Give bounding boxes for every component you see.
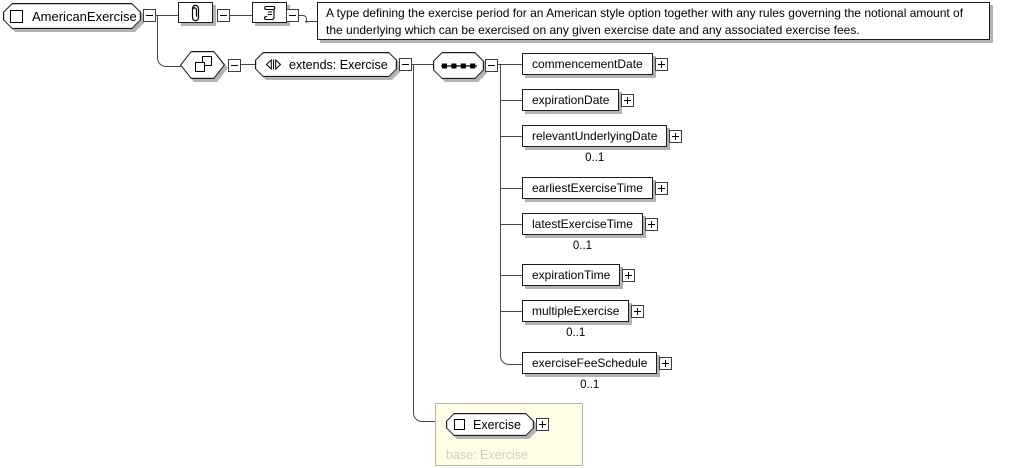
- connector-line: [500, 188, 522, 189]
- connector-line: [500, 100, 522, 101]
- connector-line: [498, 64, 522, 65]
- connector-corner: [500, 355, 523, 365]
- element-row: relevantUnderlyingDate 0..1: [522, 125, 683, 164]
- collapse-toggle[interactable]: [143, 9, 156, 22]
- collapse-toggle[interactable]: [228, 59, 241, 72]
- occurs-label: 0..1: [580, 379, 600, 391]
- element-row: commencementDate: [522, 53, 668, 75]
- overlapping-squares-icon: [180, 51, 225, 79]
- element-box[interactable]: multipleExercise: [522, 300, 630, 322]
- element-box[interactable]: expirationDate: [522, 89, 620, 111]
- element-box[interactable]: commencementDate: [522, 53, 653, 75]
- connector-line: [500, 311, 522, 312]
- connector-line: [412, 64, 433, 65]
- collapse-toggle[interactable]: [286, 9, 299, 22]
- connector-corner: [299, 15, 307, 23]
- base-element-label: Exercise: [473, 417, 521, 432]
- element-row: latestExerciseTime 0..1: [522, 213, 658, 252]
- extends-label: extends: Exercise: [289, 57, 388, 72]
- connector-corner: [413, 64, 436, 422]
- occurs-label: 0..1: [585, 152, 605, 164]
- collapse-toggle[interactable]: [485, 59, 498, 72]
- expand-toggle[interactable]: [669, 129, 683, 143]
- connector-line: [500, 224, 522, 225]
- connector-line: [305, 21, 317, 22]
- extends-badge[interactable]: extends: Exercise: [255, 52, 397, 77]
- expand-toggle[interactable]: [622, 268, 636, 282]
- element-row: multipleExercise 0..1: [522, 300, 645, 339]
- occurs-label: 0..1: [572, 240, 593, 252]
- occurs-label: 0..1: [566, 327, 586, 339]
- element-square-icon: [454, 419, 465, 430]
- expand-toggle[interactable]: [536, 418, 549, 431]
- element-box[interactable]: relevantUnderlyingDate: [522, 125, 668, 147]
- element-box[interactable]: exerciseFeeSchedule: [522, 352, 658, 374]
- element-row: expirationTime: [522, 264, 636, 286]
- expand-toggle[interactable]: [621, 93, 635, 107]
- connector-line: [500, 136, 522, 137]
- flip-triangles-icon: [265, 59, 282, 70]
- expand-toggle[interactable]: [654, 57, 668, 71]
- element-row: expirationDate: [522, 89, 635, 111]
- element-box[interactable]: expirationTime: [522, 264, 621, 286]
- expand-toggle[interactable]: [659, 356, 673, 370]
- annotation-text: A type defining the exercise period for …: [326, 6, 964, 37]
- sequence-badge[interactable]: [433, 52, 484, 79]
- connector-line: [241, 64, 255, 65]
- element-row: exerciseFeeSchedule 0..1: [522, 352, 673, 391]
- attributes-box[interactable]: [178, 2, 213, 23]
- element-row: earliestExerciseTime: [522, 177, 668, 199]
- base-caption: base: Exercise: [446, 448, 528, 462]
- connector-line: [500, 64, 501, 356]
- base-element-badge[interactable]: Exercise: [446, 413, 534, 436]
- connector-line: [230, 15, 252, 16]
- scroll-icon: [263, 5, 276, 21]
- connector-line: [156, 15, 178, 16]
- element-box[interactable]: latestExerciseTime: [522, 213, 643, 235]
- collapse-toggle[interactable]: [217, 9, 230, 22]
- annotation-icon-box[interactable]: [252, 2, 287, 23]
- collapse-toggle[interactable]: [399, 58, 412, 71]
- paperclip-icon: [191, 4, 200, 21]
- sequence-dots-icon: [440, 63, 477, 68]
- connector-line: [500, 275, 522, 276]
- root-element-label: AmericanExercise: [32, 8, 137, 24]
- root-element-badge[interactable]: AmericanExercise: [3, 3, 141, 29]
- expand-toggle[interactable]: [654, 181, 668, 195]
- expand-toggle[interactable]: [631, 304, 645, 318]
- element-square-icon: [10, 9, 23, 23]
- expand-toggle[interactable]: [644, 217, 658, 231]
- element-box[interactable]: earliestExerciseTime: [522, 177, 653, 199]
- connector-corner: [157, 15, 181, 67]
- annotation-box: A type defining the exercise period for …: [317, 2, 990, 40]
- complex-content-hexagon[interactable]: [180, 51, 225, 79]
